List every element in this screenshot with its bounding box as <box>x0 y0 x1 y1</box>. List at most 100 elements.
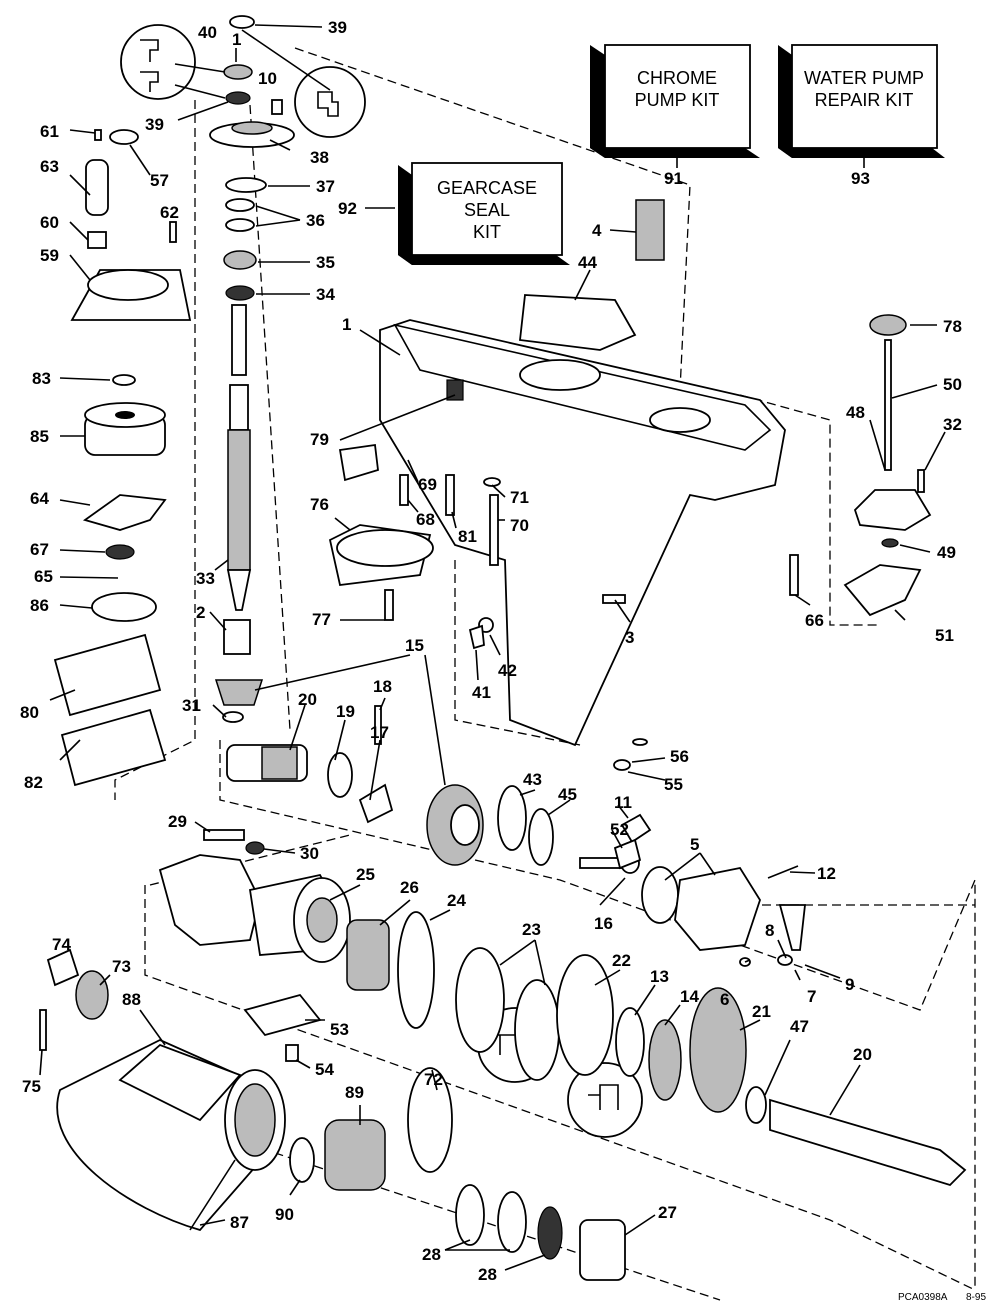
label-22: 22 <box>612 951 631 970</box>
label-50: 50 <box>943 375 962 394</box>
drive-shaft <box>214 304 264 723</box>
label-59: 59 <box>40 246 59 265</box>
label-42: 42 <box>498 661 517 680</box>
label-85: 85 <box>30 427 49 446</box>
drawing-code: PCA0398A <box>898 1292 948 1303</box>
water-pump-parts <box>53 15 295 787</box>
label-19: 19 <box>336 702 355 721</box>
label-75: 75 <box>22 1077 41 1096</box>
label-88: 88 <box>122 990 141 1009</box>
label-38: 38 <box>310 148 329 167</box>
label-63: 63 <box>40 157 59 176</box>
label-6: 6 <box>720 990 729 1009</box>
label-55: 55 <box>664 775 683 794</box>
label-45: 45 <box>558 785 577 804</box>
label-28: 28 <box>478 1265 497 1284</box>
label-18: 18 <box>373 677 392 696</box>
label-61: 61 <box>40 122 59 141</box>
label-16: 16 <box>594 914 613 933</box>
water-kit-line2: REPAIR KIT <box>815 90 914 110</box>
label-91: 91 <box>664 169 683 188</box>
seal-kit-line2: SEAL <box>464 200 510 220</box>
gear-assembly <box>158 705 967 1187</box>
label-76: 76 <box>310 495 329 514</box>
label-72: 72 <box>424 1070 443 1089</box>
label-4: 4 <box>592 221 602 240</box>
label-10: 10 <box>258 69 277 88</box>
label-1: 1 <box>342 315 351 334</box>
label-15: 15 <box>405 636 424 655</box>
label-83: 83 <box>32 369 51 388</box>
label-86: 86 <box>30 596 49 615</box>
water-kit-line1: WATER PUMP <box>804 68 924 88</box>
label-62: 62 <box>160 203 179 222</box>
chrome-kit-line1: CHROME <box>637 68 717 88</box>
seal-kit-line3: KIT <box>473 222 501 242</box>
label-67: 67 <box>30 540 49 559</box>
leader-lines <box>39 24 946 1271</box>
chrome-pump-kit-box: CHROME PUMP KIT <box>590 44 760 158</box>
label-65: 65 <box>34 567 53 586</box>
label-54: 54 <box>315 1060 334 1079</box>
label-79: 79 <box>310 430 329 449</box>
label-30: 30 <box>300 844 319 863</box>
label-78: 78 <box>943 317 962 336</box>
label-66: 66 <box>805 611 824 630</box>
label-73: 73 <box>112 957 131 976</box>
label-23: 23 <box>522 920 541 939</box>
label-82: 82 <box>24 773 43 792</box>
label-21: 21 <box>752 1002 771 1021</box>
label-25: 25 <box>356 865 375 884</box>
label-40: 40 <box>198 23 217 42</box>
seal-kit-line1: GEARCASE <box>437 178 537 198</box>
label-31: 31 <box>182 696 201 715</box>
label-26: 26 <box>400 878 419 897</box>
label-53: 53 <box>330 1020 349 1039</box>
label-39: 39 <box>328 18 347 37</box>
label-44: 44 <box>578 253 597 272</box>
gearcase-seal-kit-box: GEARCASE SEAL KIT <box>398 162 570 265</box>
label-27: 27 <box>658 1203 677 1222</box>
label-41: 41 <box>472 683 491 702</box>
label-89: 89 <box>345 1083 364 1102</box>
label-1: 1 <box>232 30 241 49</box>
label-60: 60 <box>40 213 59 232</box>
label-69: 69 <box>418 475 437 494</box>
label-87: 87 <box>230 1213 249 1232</box>
label-9: 9 <box>845 975 854 994</box>
label-8: 8 <box>765 921 774 940</box>
gearcase-housing <box>328 199 932 771</box>
label-70: 70 <box>510 516 529 535</box>
part-labels: 39 40 1 10 39 61 57 63 38 37 36 62 60 59… <box>20 18 962 1284</box>
label-92: 92 <box>338 199 357 218</box>
label-74: 74 <box>52 935 71 954</box>
label-14: 14 <box>680 987 699 1006</box>
label-32: 32 <box>943 415 962 434</box>
seal-detail-inset-top-left <box>120 24 196 100</box>
label-39: 39 <box>145 115 164 134</box>
label-7: 7 <box>807 987 816 1006</box>
label-77: 77 <box>312 610 331 629</box>
label-81: 81 <box>458 527 477 546</box>
label-11: 11 <box>614 793 632 812</box>
label-29: 29 <box>168 812 187 831</box>
seal-detail-inset-bottom-2 <box>567 1062 643 1138</box>
label-37: 37 <box>316 177 335 196</box>
label-48: 48 <box>846 403 865 422</box>
label-56: 56 <box>670 747 689 766</box>
label-51: 51 <box>935 626 954 645</box>
label-49: 49 <box>937 543 956 562</box>
chrome-kit-line2: PUMP KIT <box>635 90 720 110</box>
label-35: 35 <box>316 253 335 272</box>
label-47: 47 <box>790 1017 809 1036</box>
label-93: 93 <box>851 169 870 188</box>
label-52: 52 <box>610 820 629 839</box>
label-5: 5 <box>690 835 699 854</box>
label-3: 3 <box>625 628 634 647</box>
drawing-date: 8-95 <box>966 1292 986 1303</box>
water-pump-repair-kit-box: WATER PUMP REPAIR KIT <box>778 44 945 158</box>
label-80: 80 <box>20 703 39 722</box>
label-90: 90 <box>275 1205 294 1224</box>
label-28: 28 <box>422 1245 441 1264</box>
